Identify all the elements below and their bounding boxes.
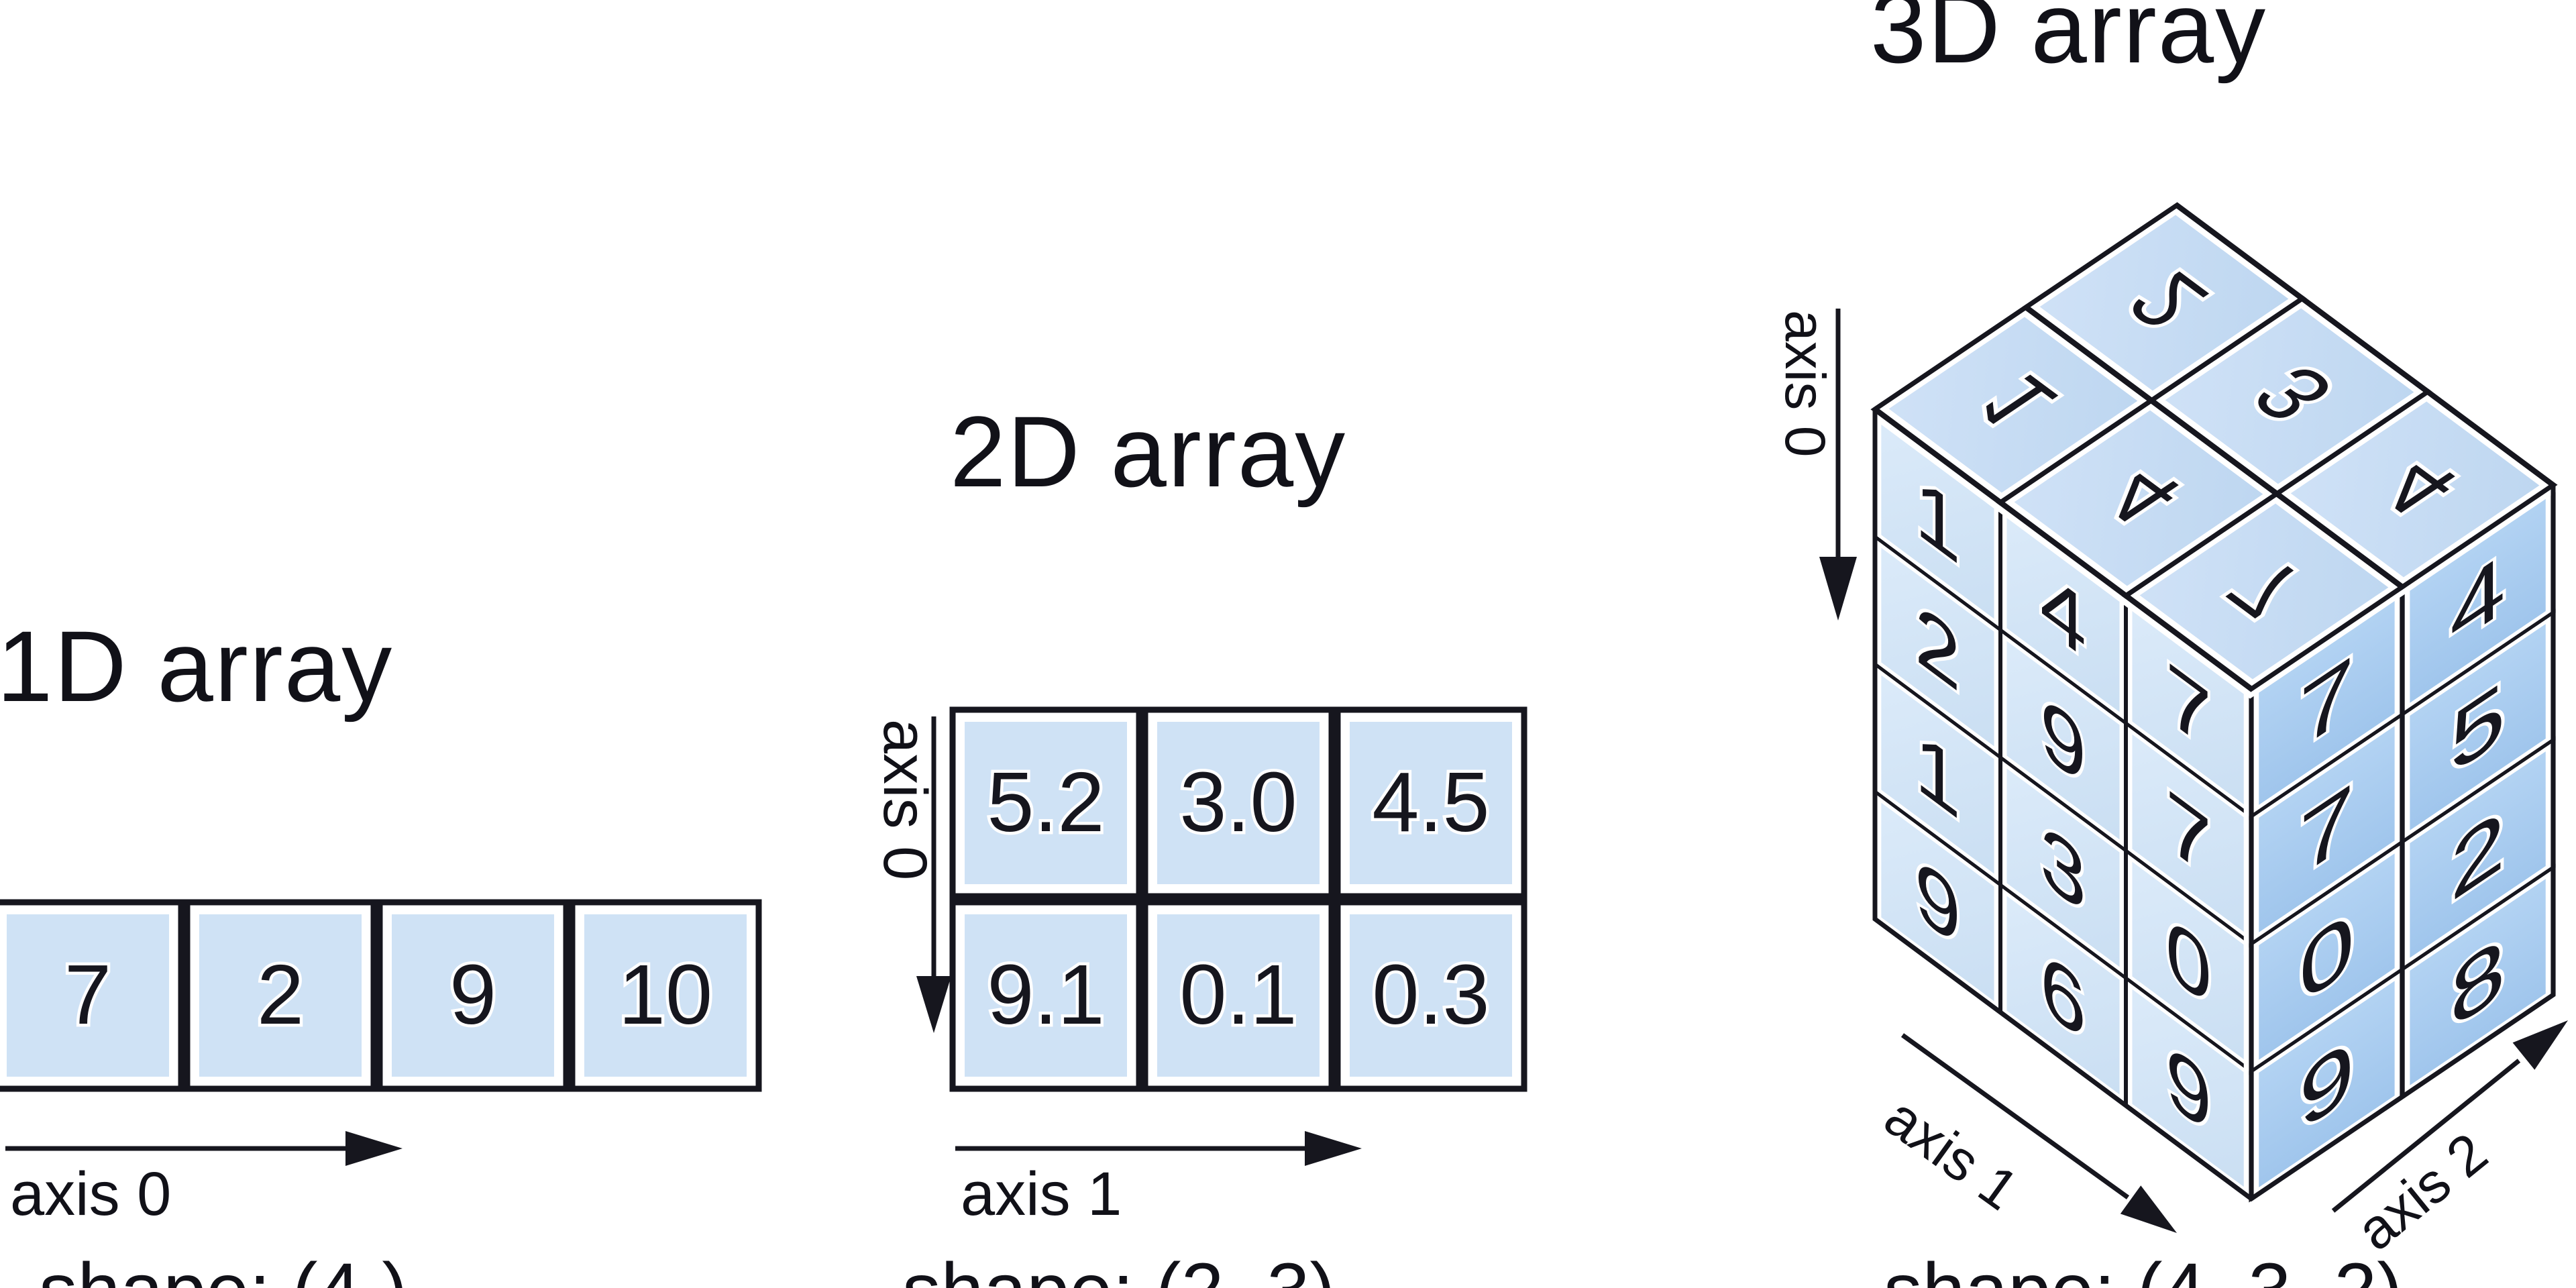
axis0-label-2d: axis 0 [871, 719, 939, 880]
cube-cell [2000, 757, 2126, 978]
axis1-label-2d: axis 1 [961, 1160, 1122, 1228]
axis0-label-3d: axis 0 [1774, 310, 1837, 457]
cell-value: 5.2 [987, 755, 1104, 849]
panel-title-3d: 3D array [1870, 0, 2267, 84]
cube-face-top: 124374 [1861, 195, 2567, 699]
cube-cell [2126, 723, 2251, 944]
cube-cell [2251, 842, 2402, 1071]
axis0-arrow-2d: axis 0 [871, 716, 951, 1033]
array-1d-panel: 1D array 7 2 9 10 [0, 610, 762, 1288]
axis0-arrow-3d: axis 0 [1774, 309, 1857, 621]
axis1-label-3d: axis 1 [1874, 1085, 2030, 1222]
array-1d-cells: 7 2 9 10 [0, 899, 762, 1092]
array-cell: 5.2 [949, 706, 1142, 900]
cube-cell [2402, 612, 2553, 842]
shape-label-3d: shape: (4, 3, 2) [1884, 1248, 2403, 1288]
cube: 12194936770977094528124374 [1861, 195, 2567, 1211]
array-cell: 9.1 [949, 899, 1142, 1092]
cube-cell [2402, 867, 2553, 1097]
array-3d-panel: 3D array 12194936770977094528124374 axis… [1774, 0, 2568, 1288]
array-cell: 2 [184, 899, 377, 1092]
cell-value: 7 [64, 947, 111, 1042]
array-cell: 7 [0, 899, 184, 1092]
cell-value: 4.5 [1372, 755, 1489, 849]
cube-cell [2402, 740, 2553, 969]
cube-cell [2251, 714, 2402, 944]
cube-outline [1872, 202, 2556, 1202]
cell-value: 2 [257, 947, 304, 1042]
cell-value: 0.3 [1372, 947, 1489, 1042]
axis1-arrow-2d: axis 1 [955, 1131, 1362, 1228]
cube-cell-value: 1 [1915, 455, 1961, 584]
cube-cell [2251, 587, 2402, 816]
cell-value: 3.0 [1179, 755, 1297, 849]
cube-cell [1875, 792, 2000, 1012]
cell-value: 9 [449, 947, 496, 1042]
array-cell: 4.5 [1334, 706, 1527, 900]
array-cell: 9 [376, 899, 570, 1092]
cube-cell [2000, 885, 2126, 1106]
array-2d-cells: 5.2 3.0 4.5 9.1 0.1 [949, 706, 1527, 1092]
cube-cell [1875, 537, 2000, 757]
axis0-arrow-1d: axis 0 [5, 1131, 402, 1228]
axis0-label-1d: axis 0 [10, 1160, 171, 1228]
cube-cell [1875, 664, 2000, 885]
cube-cell [1875, 409, 2000, 630]
panel-title-1d: 1D array [0, 610, 393, 722]
cell-value: 0.1 [1179, 947, 1297, 1042]
array-cell: 0.1 [1142, 899, 1335, 1092]
cube-cell [2126, 978, 2251, 1199]
array-cell: 3.0 [1142, 706, 1335, 900]
cell-value: 9.1 [987, 947, 1104, 1042]
cube-cell [2402, 485, 2553, 714]
shape-label-2d: shape: (2, 3) [902, 1248, 1336, 1288]
cube-cell [2126, 851, 2251, 1071]
shape-label-1d: shape: (4,) [39, 1248, 408, 1288]
array-cell: 10 [569, 899, 762, 1092]
cell-value: 10 [619, 947, 712, 1042]
array-2d-panel: 2D array 5.2 3.0 4.5 9.1 [871, 395, 1527, 1288]
cube-cell [2251, 969, 2402, 1199]
cube-cell [2000, 502, 2126, 723]
array-cell: 0.3 [1334, 899, 1527, 1092]
cube-cell [2000, 630, 2126, 851]
panel-title-2d: 2D array [950, 395, 1346, 508]
cube-cell [2126, 596, 2251, 816]
